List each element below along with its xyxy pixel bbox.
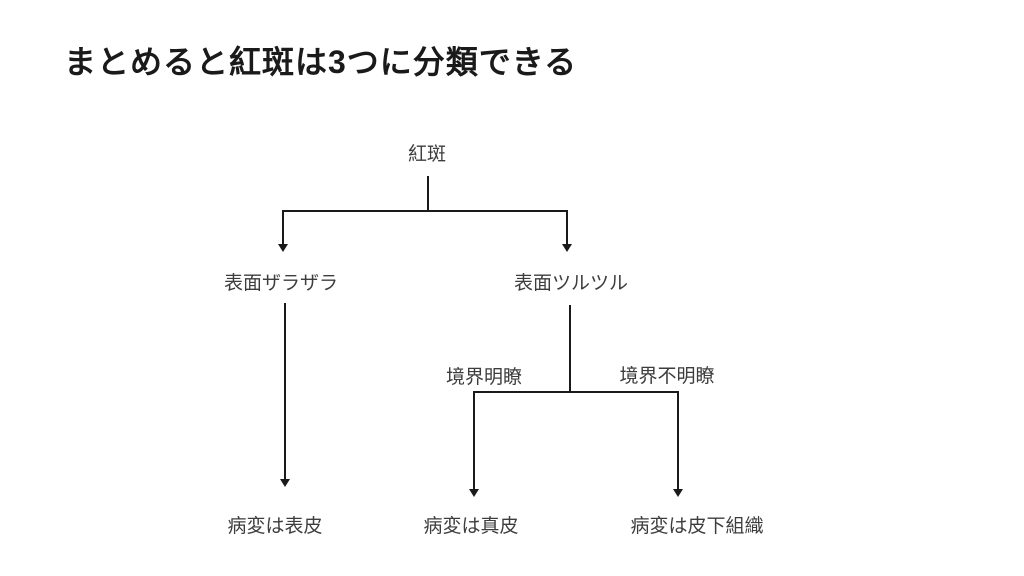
connector-root-stem <box>427 176 429 211</box>
connector-level1-branch <box>282 210 568 212</box>
arrow-down-icon <box>673 489 683 497</box>
node-lesion-epidermis: 病変は表皮 <box>227 516 323 537</box>
node-lesion-dermis: 病変は真皮 <box>423 516 519 537</box>
connector-level2-branch <box>473 391 679 393</box>
connector-level2-right-line <box>677 391 679 490</box>
page-title: まとめると紅斑は3つに分類できる <box>64 44 578 80</box>
node-surface-rough: 表面ザラザラ <box>223 273 339 294</box>
node-lesion-subcutaneous: 病変は皮下組織 <box>630 516 764 537</box>
arrow-down-icon <box>562 244 572 252</box>
node-root-erythema: 紅斑 <box>407 144 447 165</box>
connector-level2-left-line <box>473 391 475 490</box>
arrow-down-icon <box>469 489 479 497</box>
arrow-down-icon <box>280 479 290 487</box>
connector-level1-left-line <box>282 210 284 246</box>
connector-level1-right-line <box>566 210 568 246</box>
branch-label-border-clear: 境界明瞭 <box>445 367 523 388</box>
node-surface-smooth: 表面ツルツル <box>513 273 629 294</box>
connector-smooth-stem <box>569 305 571 392</box>
arrow-down-icon <box>278 244 288 252</box>
connector-rough-to-epidermis-line <box>284 303 286 480</box>
branch-label-border-unclear: 境界不明瞭 <box>619 366 715 387</box>
